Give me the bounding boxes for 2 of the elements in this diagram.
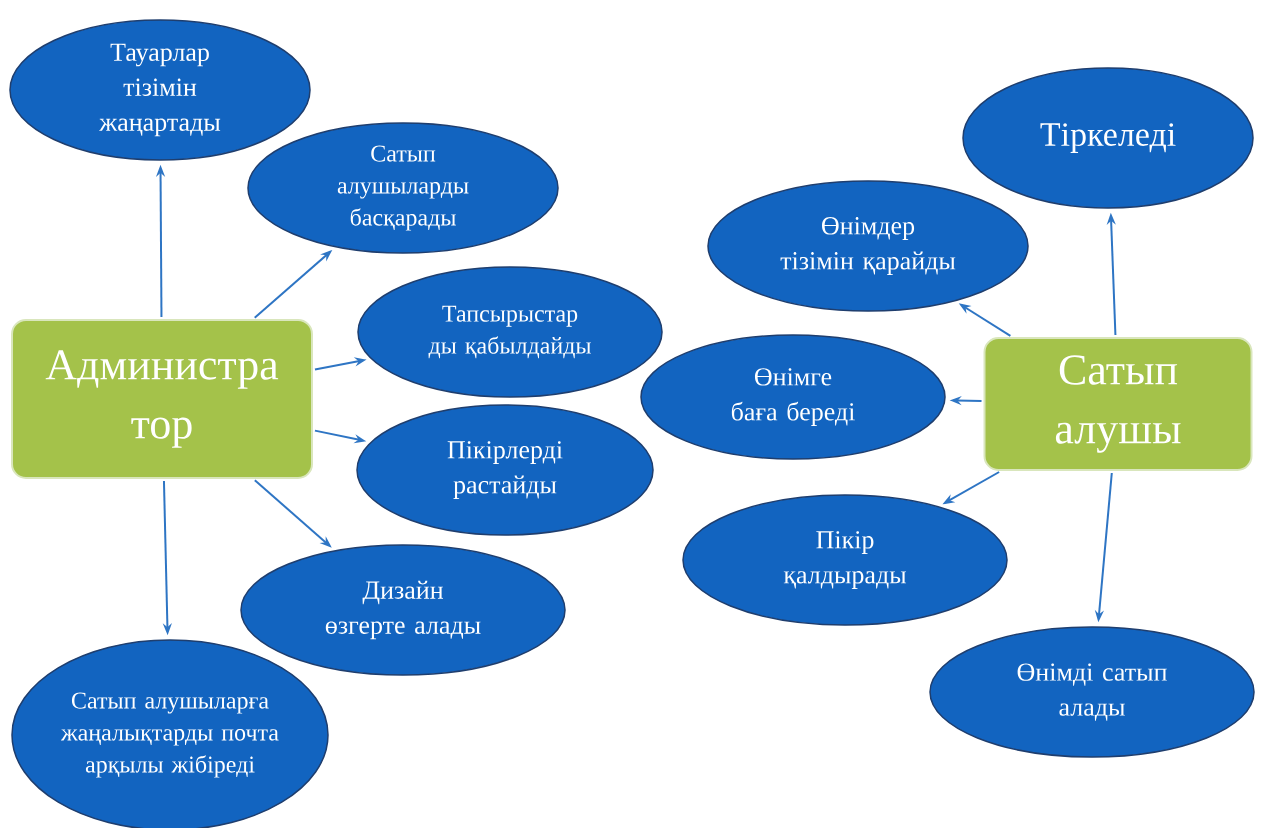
actor-box: Сатып алушы (983, 337, 1253, 471)
actor-box: Администра тор (11, 319, 313, 479)
